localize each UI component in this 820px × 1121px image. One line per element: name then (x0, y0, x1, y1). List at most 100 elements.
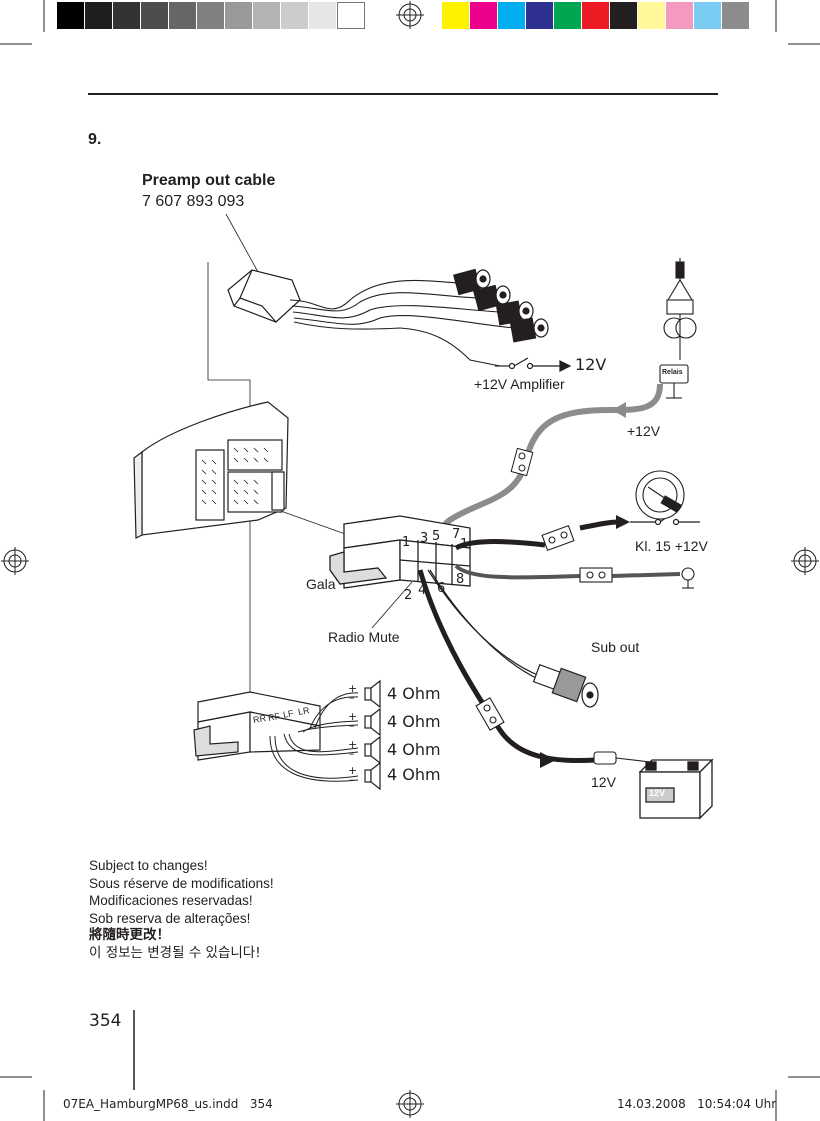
registration-mark-bottom (396, 1090, 424, 1118)
page-number: 354 (89, 1011, 122, 1031)
footer-file: 07EA_HamburgMP68_us.indd 354 (63, 1097, 273, 1111)
kl15-wire-end (579, 519, 619, 531)
mute-leader-line (371, 581, 413, 629)
swatch (582, 2, 610, 29)
kl15-label: Kl. 15 +12V (635, 538, 708, 554)
svg-text:–: – (349, 691, 355, 704)
swatch (554, 2, 582, 29)
antenna-12v-label: +12V (627, 423, 661, 439)
polarity-marks: +– +– +– +– (348, 682, 357, 786)
swatch (85, 2, 113, 29)
iso-connector (329, 515, 471, 589)
registration-mark-left (1, 547, 29, 575)
battery-clamp (593, 751, 651, 765)
speaker-wires (269, 692, 359, 782)
ground-fuse (579, 567, 613, 583)
note-english: Subject to changes! (89, 858, 208, 873)
swatch (225, 2, 253, 29)
note-portuguese: Sob reserva de alterações! (89, 910, 251, 926)
disclaimer-notes: Subject to changes! Sous réserve de modi… (89, 857, 274, 962)
swatch (722, 2, 750, 29)
registration-mark-right (791, 547, 819, 575)
grayscale-bar (57, 2, 365, 29)
svg-text:–: – (349, 719, 355, 732)
radio-mute-label: Radio Mute (328, 629, 400, 645)
swatch (470, 2, 498, 29)
swatch (442, 2, 470, 29)
swatch (526, 2, 554, 29)
speaker-icon (364, 679, 381, 709)
note-spanish: Modificaciones reservadas! (89, 893, 253, 908)
rca-plugs (453, 268, 549, 343)
registration-mark-top (396, 1, 424, 29)
pin-label: 2 (404, 588, 413, 603)
svg-text:–: – (349, 747, 355, 760)
sub-out-label: Sub out (591, 639, 640, 655)
gala-label: Gala (306, 576, 336, 592)
pin-label: 3 (420, 531, 429, 546)
speaker-icon (364, 735, 381, 765)
swatch (253, 2, 281, 29)
swatch (57, 2, 85, 29)
kl15-switch (630, 511, 700, 526)
swatch (610, 2, 638, 29)
speaker-plug-lf: LF (282, 708, 295, 720)
preamp-route-line (207, 262, 251, 692)
switch-12v-label: 12V (575, 355, 607, 374)
preamp-cable-bundle (289, 279, 516, 367)
amplifier-switch (495, 357, 572, 372)
svg-text:–: – (349, 773, 355, 786)
swatch (309, 2, 337, 29)
note-korean: 이 정보는 변경될 수 있습니다! (89, 944, 261, 961)
speaker-icon (364, 707, 381, 737)
swatch (281, 2, 309, 29)
preamp-connector (227, 269, 301, 323)
ground-wire (454, 564, 581, 580)
battery-face-label: 12V (649, 788, 666, 798)
note-chinese: 將隨時更改！ (89, 927, 170, 943)
speaker-impedance: 4 Ohm (387, 740, 441, 759)
battery-12v-label: 12V (591, 774, 616, 790)
battery-wire-arrow (540, 752, 556, 768)
speaker-icons (364, 679, 381, 791)
kl15-fuse (541, 524, 575, 552)
ground-lug (681, 567, 695, 589)
pin-label: 5 (432, 529, 441, 544)
section-number: 9. (88, 131, 102, 148)
battery (638, 758, 714, 820)
preamp-part-number: 7 607 893 093 (142, 193, 245, 210)
battery-wire (417, 569, 597, 764)
iso-pins (201, 447, 269, 505)
speaker-impedance: 4 Ohm (387, 712, 441, 731)
speaker-impedance: 4 Ohm (387, 765, 441, 784)
pin-label: 4 (418, 583, 427, 598)
swatch (169, 2, 197, 29)
speaker-icon (364, 761, 381, 791)
swatch (113, 2, 141, 29)
swatch (197, 2, 225, 29)
pin-label: 6 (437, 581, 446, 596)
speaker-impedance: 4 Ohm (387, 684, 441, 703)
swatch (694, 2, 722, 29)
antenna-wire-arrow (612, 402, 626, 418)
radio-chassis (133, 401, 289, 539)
swatch (141, 2, 169, 29)
battery-fuse (475, 697, 505, 731)
antenna-fuse (510, 447, 534, 477)
note-french: Sous réserve de modifications! (89, 875, 274, 891)
svg-text:+: + (348, 682, 357, 695)
swatch (337, 2, 365, 29)
preamp-leader-line (225, 213, 259, 273)
svg-text:+: + (348, 764, 357, 777)
svg-text:+: + (348, 738, 357, 751)
ignition-lock (635, 470, 685, 520)
pin-label: 1 (402, 535, 411, 550)
relais-label: Relais (662, 369, 683, 376)
preamp-title: Preamp out cable (142, 172, 276, 189)
iso-link-line (277, 509, 349, 536)
swatch (498, 2, 526, 29)
footer-date: 14.03.2008 10:54:04 Uhr (617, 1097, 777, 1111)
pin-label: 7 (452, 527, 461, 542)
